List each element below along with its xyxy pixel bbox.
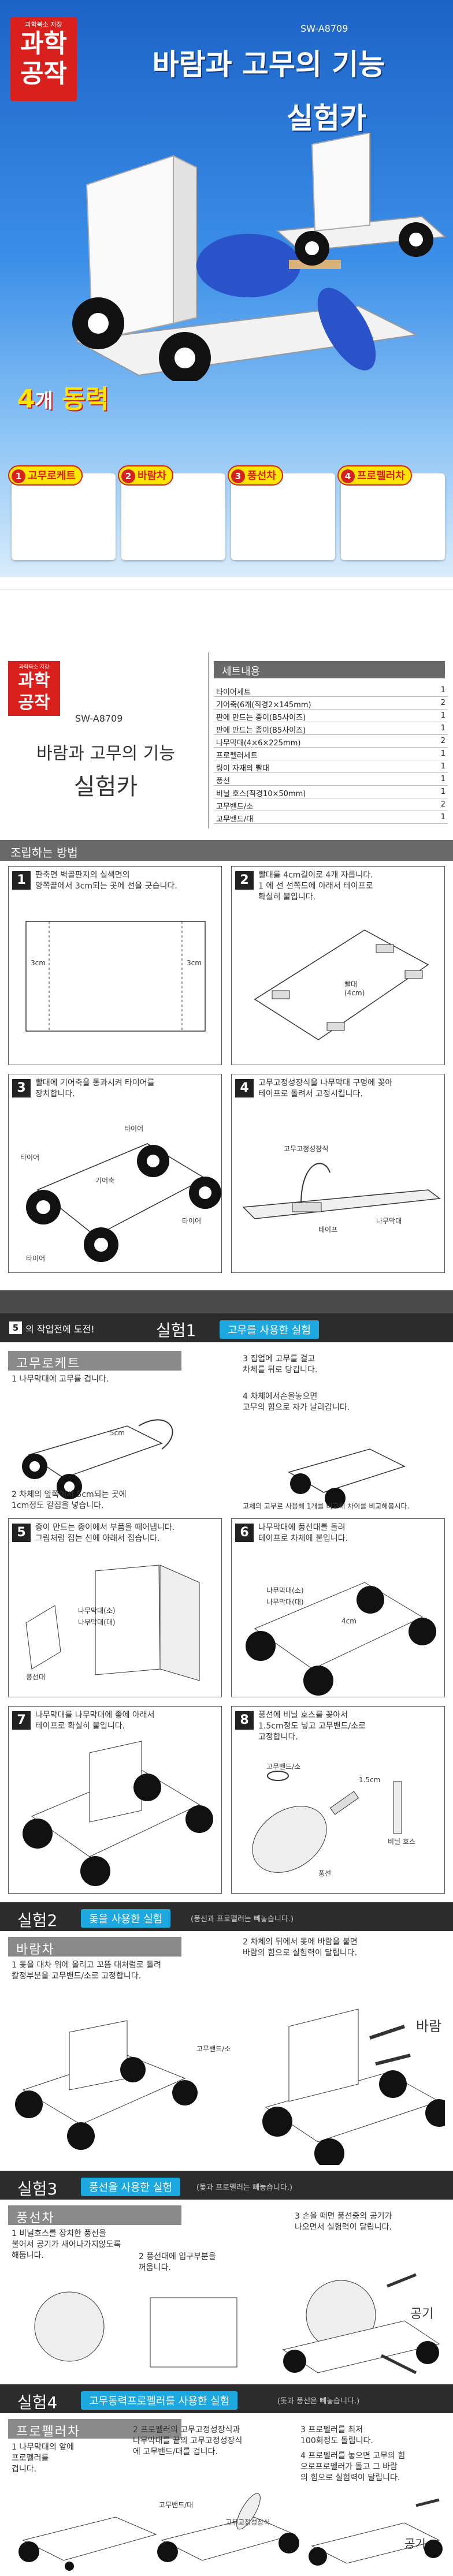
step-5: 5 종이 만드는 종이에서 부품을 떼어냅니다. 그림처럼 접는 선에 아래서 … — [8, 1518, 222, 1697]
step-5-illustration — [25, 1565, 200, 1681]
page-subtitle: 실험카 — [73, 774, 138, 800]
step-3: 3 빨대에 기어축을 통과시켜 타이어를 장치합니다. 타이어 타이어 기어축 … — [8, 1074, 222, 1273]
list-item: 판에 만드는 종이(B5사이즈)1 — [214, 722, 448, 735]
product-code: SW-A8709 — [300, 23, 348, 34]
balloon-car-illustration — [34, 2273, 440, 2375]
wind-car-illustration — [15, 2008, 445, 2165]
list-item: 나무막대(4×6×225mm)2 — [214, 735, 448, 748]
step-6: 6 나무막대에 풍선대를 돌려 테이프로 차체에 붙입니다. 나무막대(소) 나… — [231, 1518, 445, 1697]
page-title: 바람과 고무의 기능 — [36, 744, 175, 764]
list-item: 판에 만드는 종이(B5사이즈)1 — [214, 710, 448, 722]
rocket-illustration — [22, 1419, 406, 1509]
brand-logo: 과학북소 저장 과학 공작 — [10, 17, 77, 101]
logo-top: 과학 — [20, 29, 67, 58]
cover-title: 바람과 고무의 기능 — [152, 48, 385, 81]
power-badge: 4개 동력 — [17, 384, 109, 414]
propeller-section-header: 프로펠러차 — [8, 2419, 181, 2439]
list-item: 비닐 호스(직경10×50mm)1 — [214, 786, 448, 798]
step-8: 8 풍선에 비닐 호스를 꽂아서 1.5cm정도 넣고 고무밴드/소로 고정합니… — [231, 1706, 445, 1894]
experiment-top-band — [0, 1290, 453, 1313]
step-2: 2 빨대를 4cm길이로 4개 자릅니다. 1 에 선 선쪽드에 아래서 테이프… — [231, 866, 445, 1065]
brand-logo-small: 과학북소 저장 과학 공작 — [8, 661, 60, 716]
step-4: 4 고무고정성장식을 나무막대 구멍에 꽂아 테이프로 돌려서 고정시킵니다. … — [231, 1074, 445, 1273]
product-code: SW-A8709 — [75, 713, 123, 724]
propeller-car-illustration — [18, 2493, 443, 2571]
step-2-illustration — [254, 929, 429, 1040]
assembly-header: 조립하는 방법 — [0, 840, 453, 861]
experiment-2-bar: 실험2 돛을 사용한 실험 (풍선과 프로펠러는 빼놓습니다.) — [0, 1902, 453, 1931]
step-1: 1 판축면 벽골판지의 실색면의 양쪽끝에서 3cm되는 곳에 선을 긋습니다.… — [8, 866, 222, 1065]
parts-header: 세트내용 — [214, 661, 445, 678]
step-7: 7 나무막대를 나무막대에 좋에 아래서 테이프로 확실히 붙입니다. — [8, 1706, 222, 1894]
logo-subtitle: 과학북소 저장 — [25, 21, 62, 28]
step-1-illustration — [25, 921, 206, 1032]
cover-panel: 과학북소 저장 과학 공작 SW-A8709 바람과 고무의 기능 실험카 4개… — [0, 0, 453, 577]
cover-subtitle: 실험카 — [287, 102, 366, 135]
cover-car-illustration — [72, 133, 447, 381]
logo-bottom: 공작 — [20, 59, 67, 88]
balloon-section-header: 풍선차 — [8, 2205, 181, 2226]
divider — [208, 652, 209, 828]
list-item: 기어축(6개(직경2×145mm)2 — [214, 697, 448, 710]
rocket-section-header: 고무로케트 — [8, 1351, 181, 1371]
step-8-illustration — [252, 1771, 402, 1873]
experiment-1-bar: 5 의 작업전에 도전! 실험1 고무를 사용한 실험 — [0, 1313, 453, 1342]
step-3-illustration — [26, 1143, 221, 1262]
step-4-illustration — [242, 1163, 441, 1219]
step-6-illustration — [246, 1582, 436, 1696]
wind-section-header: 바람차 — [8, 1937, 181, 1957]
step-7-illustration — [23, 1741, 213, 1886]
experiment-3-bar: 실험3 풍선을 사용한 실험 (돛과 프로펠러는 빼놓습니다.) — [0, 2171, 453, 2200]
experiment-4-bar: 실험4 고무동력프로펠러를 사용한 실험 (돛과 풍선은 빼놓습니다.) — [0, 2384, 453, 2413]
